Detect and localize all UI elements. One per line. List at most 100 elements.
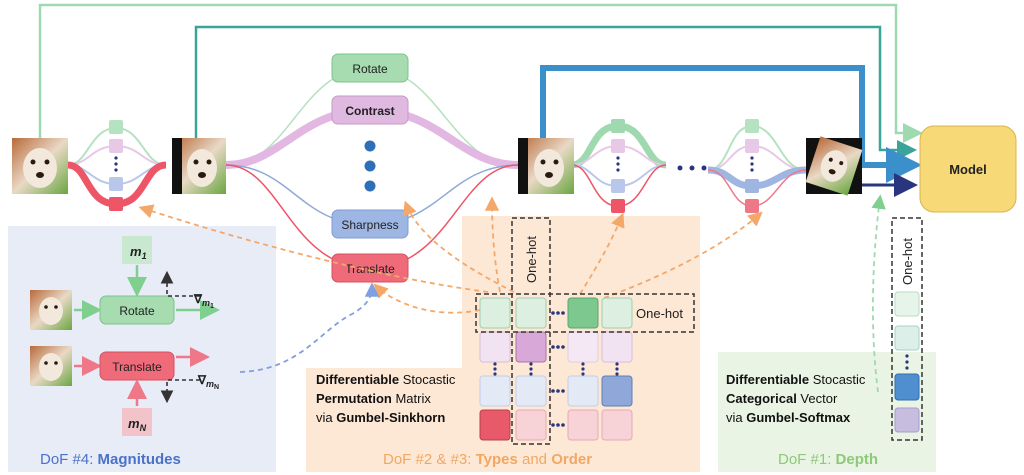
grad-m1-sub: m [202, 298, 210, 308]
perm-cell [601, 409, 633, 441]
model-box: Model [919, 125, 1017, 213]
branch3-blue-square [745, 179, 759, 193]
depth-vector-outline [891, 217, 923, 441]
grad-m1-symbol: ∇ [193, 292, 203, 306]
one-hot-vertical-label: One-hot [524, 236, 539, 283]
perm-desc-line2: Permutation Matrix [316, 391, 431, 406]
branch1-blue-square [109, 177, 123, 191]
op-label-rotate: Rotate [352, 62, 388, 76]
grad-m1-dashed [160, 270, 200, 297]
op-translate-magnitude-label: Translate [112, 360, 162, 374]
dashed-arrow-to-branch3 [603, 211, 763, 299]
depth-vector [894, 291, 920, 433]
perm-cell [479, 331, 511, 363]
perm-cell [479, 409, 511, 441]
depth-desc-line1: Differentiable Stocastic [726, 372, 866, 387]
op-box-rotate: Rotate [331, 53, 409, 83]
ellipsis-between-blocks [677, 165, 707, 171]
depth-cell [894, 325, 920, 351]
magnitude-mN-box: mN [122, 408, 152, 436]
magnitude-m1-box: m1 [122, 236, 152, 264]
perm-cell [515, 331, 547, 363]
op-translate-magnitude: Translate [99, 351, 175, 381]
one-hot-row-outline [475, 293, 695, 333]
grad-mN-sub: m [206, 379, 214, 389]
op-label-translate: Translate [345, 262, 395, 276]
grad-m1-subsub: 1 [210, 303, 214, 310]
branch3-red-square [745, 199, 759, 213]
dog-image-stage2 [518, 138, 574, 194]
perm-cell [515, 297, 547, 329]
depth-cell [894, 373, 920, 401]
dog-image-final [805, 136, 863, 196]
depth-caption: DoF #1: Depth [778, 451, 878, 468]
branch1-red-square [109, 197, 123, 211]
dashed-arrow-to-branch2 [579, 212, 625, 295]
dashed-arrow-to-stage2 [484, 196, 501, 293]
perm-cell [567, 375, 599, 407]
op-box-translate: Translate [331, 253, 409, 283]
dog-image-stage1 [172, 138, 226, 194]
svg-text:∇mN: ∇mN [197, 373, 219, 391]
depth-cell [894, 407, 920, 433]
op-label-contrast: Contrast [345, 104, 394, 118]
mN-subscript: N [140, 423, 147, 433]
branch1-dots [114, 156, 118, 172]
magnitudes-caption: DoF #4: Magnitudes [40, 451, 181, 468]
branch3-dots [750, 156, 754, 172]
op-rotate-magnitude: Rotate [99, 295, 175, 325]
skip-path-thick [540, 65, 922, 183]
perm-cell [479, 297, 511, 329]
branch3-pink-square [745, 139, 759, 153]
branch2-blue-square [611, 179, 625, 193]
perm-cell [479, 375, 511, 407]
grad-mN-symbol: ∇ [197, 373, 207, 387]
depth-cell [894, 291, 920, 317]
svg-text:mN: mN [128, 416, 147, 433]
branch2-dots [616, 156, 620, 172]
one-hot-column-outline [511, 217, 551, 445]
op-dots [364, 140, 376, 192]
op-box-contrast: Contrast [331, 95, 409, 125]
depth-desc-line3: via Gumbel-Softmax [726, 410, 851, 425]
op-label-sharpness: Sharpness [341, 218, 398, 232]
branch2-red-square [611, 199, 625, 213]
perm-cell [601, 331, 633, 363]
perm-cell [567, 409, 599, 441]
m1-symbol: m [130, 244, 142, 259]
model-label: Model [949, 162, 987, 177]
dashed-arrow-to-translate-op [373, 283, 481, 314]
dashed-arrow-to-branch1 [138, 204, 489, 293]
grad-mN-subsub: N [214, 384, 219, 391]
op-box-sharpness: Sharpness [331, 209, 409, 239]
depth-one-hot-label: One-hot [900, 238, 915, 285]
branch2-pink-square [611, 139, 625, 153]
perm-desc-line1: Differentiable Stocastic [316, 372, 456, 387]
perm-cell [515, 409, 547, 441]
dog-image-input [12, 138, 68, 194]
dog-thumb-translate [30, 346, 72, 386]
op-rotate-magnitude-label: Rotate [119, 304, 155, 318]
dashed-arrow-magnitude [239, 282, 380, 373]
svg-text:m1: m1 [130, 244, 147, 261]
grad-mN-dashed [160, 379, 200, 404]
branch3-green-square [745, 119, 759, 133]
m1-subscript: 1 [142, 251, 147, 261]
branch2-green-square [611, 119, 625, 133]
perm-cell [515, 375, 547, 407]
depth-desc-line2: Categorical Vector [726, 391, 838, 406]
skip-path-top [38, 3, 923, 143]
branch1-green-square [109, 120, 123, 134]
perm-cell [567, 331, 599, 363]
branch1-pink-square [109, 139, 123, 153]
one-hot-horizontal-label: One-hot [636, 306, 683, 321]
types-order-caption: DoF #2 & #3: Types and Order [383, 451, 592, 468]
dog-thumb-rotate [30, 290, 72, 330]
perm-cell [601, 375, 633, 407]
perm-cell [601, 297, 633, 329]
dashed-arrow-depth [871, 194, 886, 393]
mN-symbol: m [128, 416, 140, 431]
perm-cell [567, 297, 599, 329]
